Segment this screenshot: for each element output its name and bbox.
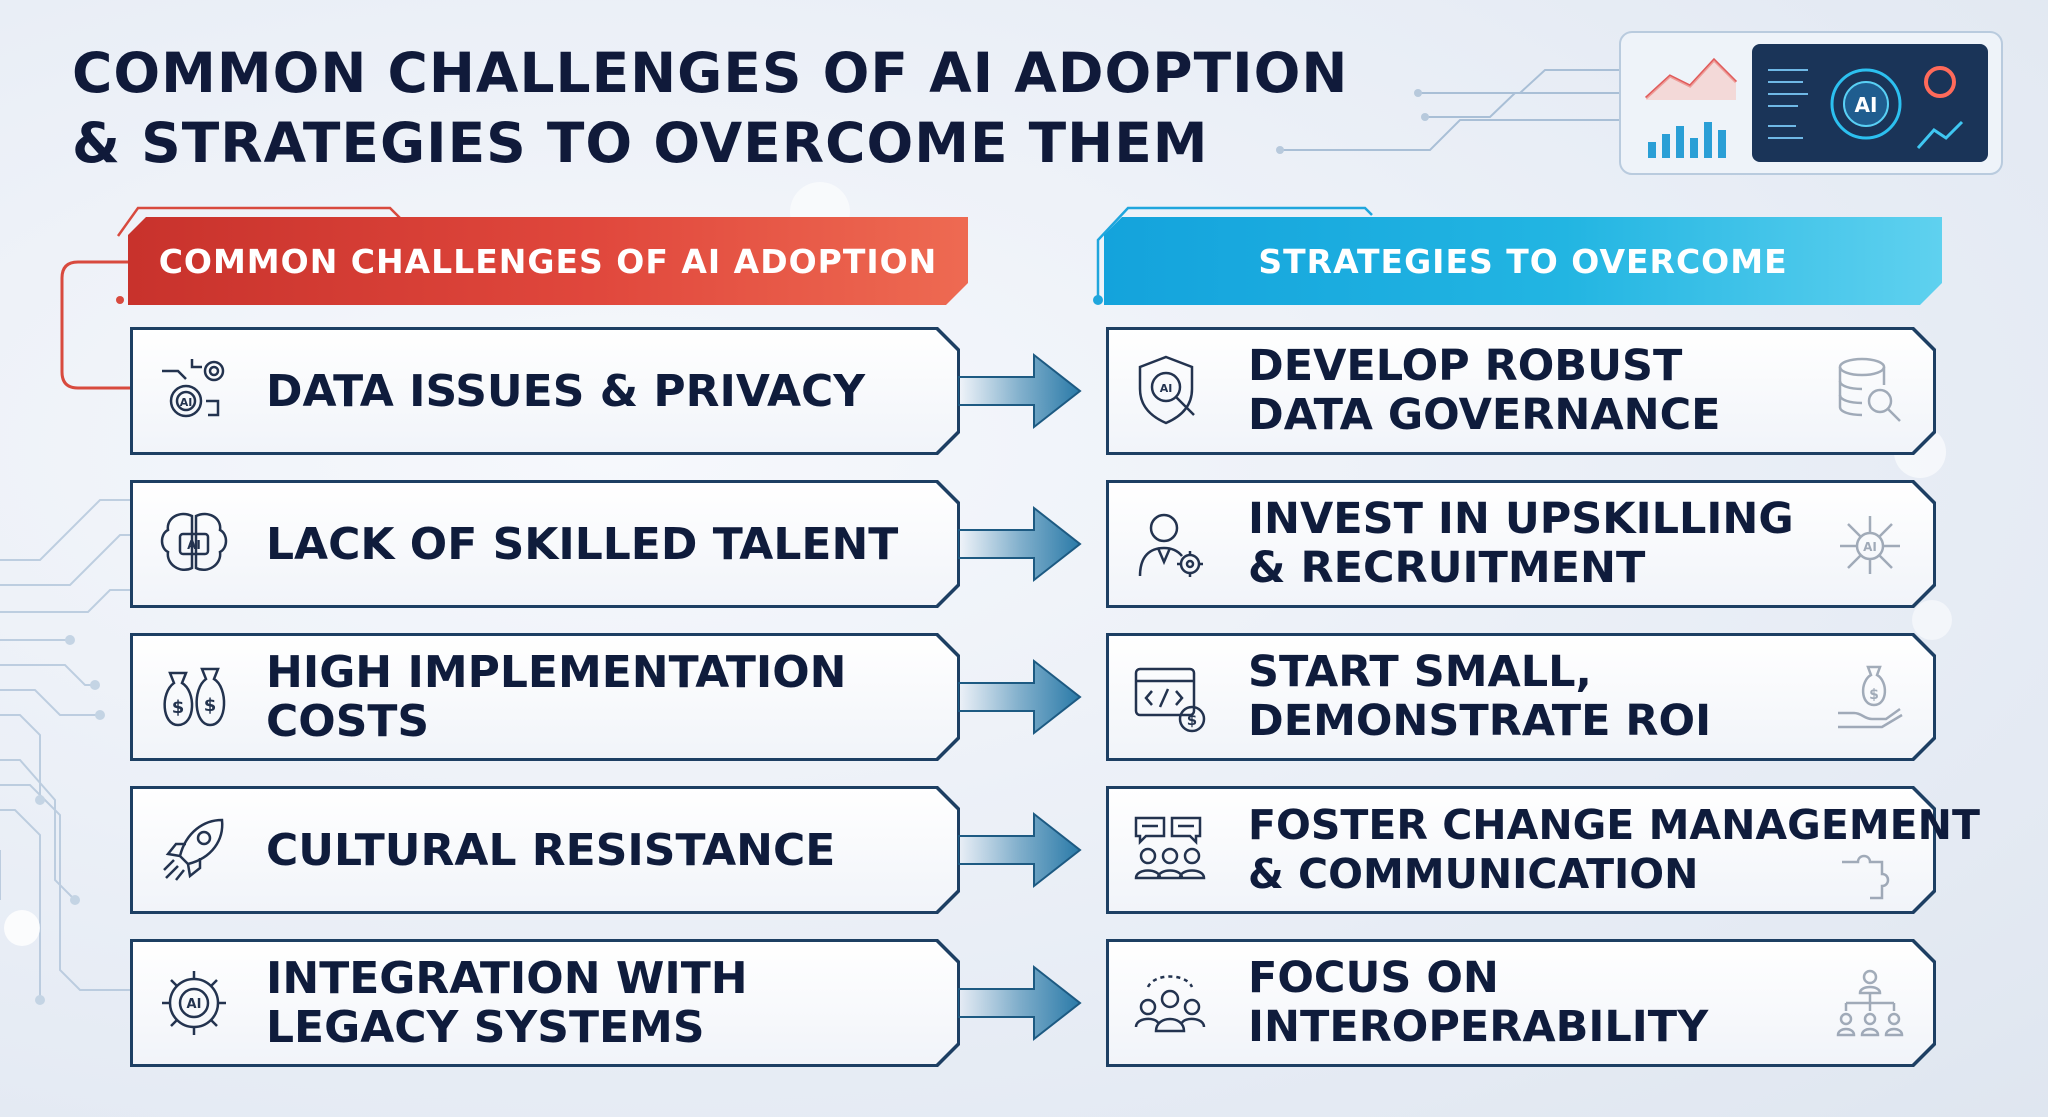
strategy-card-interoperability: FOCUS ON INTEROPERABILITY: [1106, 939, 1936, 1067]
team-cycle-icon: [1134, 975, 1206, 1033]
challenge-card-implementation-costs: $ $ HIGH IMPLEMENTATION COSTS: [130, 633, 960, 761]
svg-text:AI: AI: [1863, 540, 1877, 554]
svg-text:$: $: [204, 695, 217, 716]
svg-text:AI: AI: [187, 997, 202, 1012]
ai-brain-icon: AI: [160, 512, 228, 571]
challenges-column-header: COMMON CHALLENGES OF AI ADOPTION: [128, 217, 968, 305]
page-title: COMMON CHALLENGES OF AI ADOPTION & STRAT…: [72, 41, 1349, 175]
org-chart-icon: [1836, 969, 1904, 1037]
money-bags-icon: $ $: [163, 667, 226, 727]
challenge-card-skilled-talent: AI LACK OF SKILLED TALENT: [130, 480, 960, 608]
hand-money-bag-icon: $: [1838, 665, 1903, 729]
team-chat-icon: [1134, 816, 1206, 880]
svg-text:$: $: [1187, 711, 1197, 729]
ai-network-icon: AI: [1840, 516, 1900, 574]
arrow-right-icon: [958, 505, 1082, 583]
rocket-icon: [163, 818, 224, 881]
ai-cog-icon: AI: [162, 971, 226, 1035]
ai-dashboard-illustration: AI: [1619, 31, 2003, 175]
person-gear-icon: [1138, 513, 1203, 577]
challenge-card-cultural-resistance: CULTURAL RESISTANCE: [130, 786, 960, 914]
svg-text:AI: AI: [1160, 382, 1173, 395]
svg-text:$: $: [1869, 687, 1879, 703]
ai-gear-icon: AI: [162, 359, 225, 418]
database-search-icon: [1838, 357, 1901, 422]
bar-chart-icon: [1648, 122, 1726, 158]
svg-text:AI: AI: [180, 396, 193, 409]
arrow-right-icon: [958, 352, 1082, 430]
strategy-card-upskilling: INVEST IN UPSKILLING & RECRUITMENT AI: [1106, 480, 1936, 608]
challenge-card-data-privacy: AI DATA ISSUES & PRIVACY: [130, 327, 960, 455]
svg-text:AI: AI: [187, 538, 201, 552]
strategy-card-data-governance: AI DEVELOP ROBUST DATA GOVERNANCE: [1106, 327, 1936, 455]
strategy-card-start-small: $ START SMALL, DEMONSTRATE ROI $: [1106, 633, 1936, 761]
strategy-card-change-management: FOSTER CHANGE MANAGEMENT & COMMUNICATION: [1106, 786, 1980, 914]
code-window-dollar-icon: $: [1134, 667, 1206, 733]
arrow-right-icon: [958, 811, 1082, 889]
ai-badge: AI: [1855, 93, 1878, 117]
line-chart-icon: [1644, 57, 1738, 100]
arrow-right-icon: [958, 658, 1082, 736]
strategies-column-header: STRATEGIES TO OVERCOME: [1104, 217, 1942, 305]
puzzle-icon: [1842, 854, 1890, 900]
challenge-card-legacy-integration: AI INTEGRATION WITH LEGACY SYSTEMS: [130, 939, 960, 1067]
arrow-right-icon: [958, 964, 1082, 1042]
ai-shield-search-icon: AI: [1138, 355, 1195, 425]
svg-text:$: $: [172, 697, 185, 718]
